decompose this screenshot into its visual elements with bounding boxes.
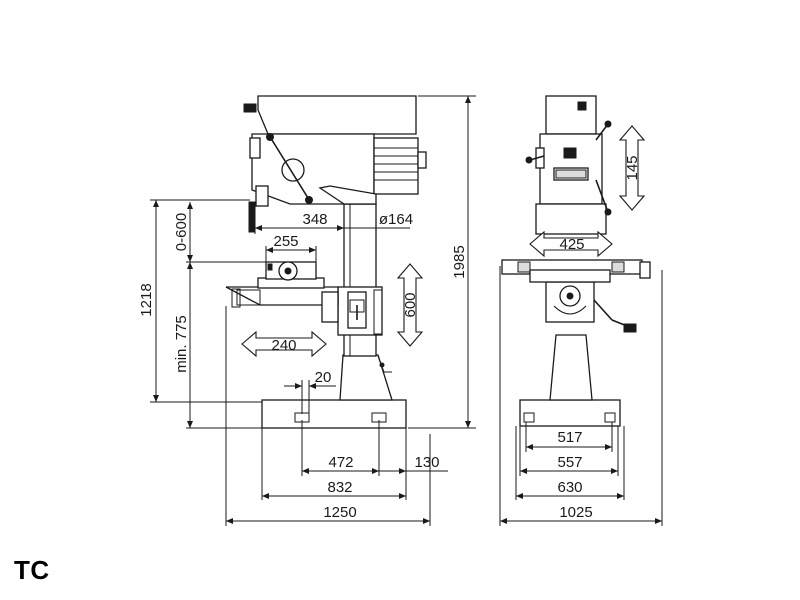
dim-throat: 348 (302, 211, 327, 228)
dim-vice-width: 255 (273, 233, 298, 250)
dim-overall-length: 1250 (323, 504, 356, 521)
dim-column-diameter: ø164 (379, 211, 413, 228)
dim-side-base-width-inner: 557 (557, 454, 582, 471)
dim-slot-width: 20 (315, 369, 332, 386)
dim-min-table-to-base: min. 775 (173, 315, 190, 373)
dim-side-overall-width: 1025 (559, 504, 592, 521)
dim-base-offset: 130 (414, 454, 439, 471)
dim-side-base-width: 630 (557, 479, 582, 496)
side-view-machine (501, 95, 651, 427)
dim-table-travel-z: 600 (402, 292, 419, 317)
dim-total-height: 1985 (451, 245, 468, 278)
front-view-machine (225, 95, 427, 429)
dim-table-height: 1218 (138, 283, 155, 316)
dim-side-table-width: 425 (559, 236, 584, 253)
side-dimension-lines (499, 125, 663, 526)
dim-base-holes-distance: 472 (328, 454, 353, 471)
dim-table-travel-x: 240 (271, 337, 296, 354)
dim-side-base-holes-distance: 517 (557, 429, 582, 446)
dim-side-head-travel: 145 (624, 155, 641, 180)
dim-head-travel: 0-600 (173, 213, 190, 251)
model-label: TC (14, 555, 50, 585)
front-dimension-lines (150, 95, 476, 526)
dim-base-length: 832 (327, 479, 352, 496)
